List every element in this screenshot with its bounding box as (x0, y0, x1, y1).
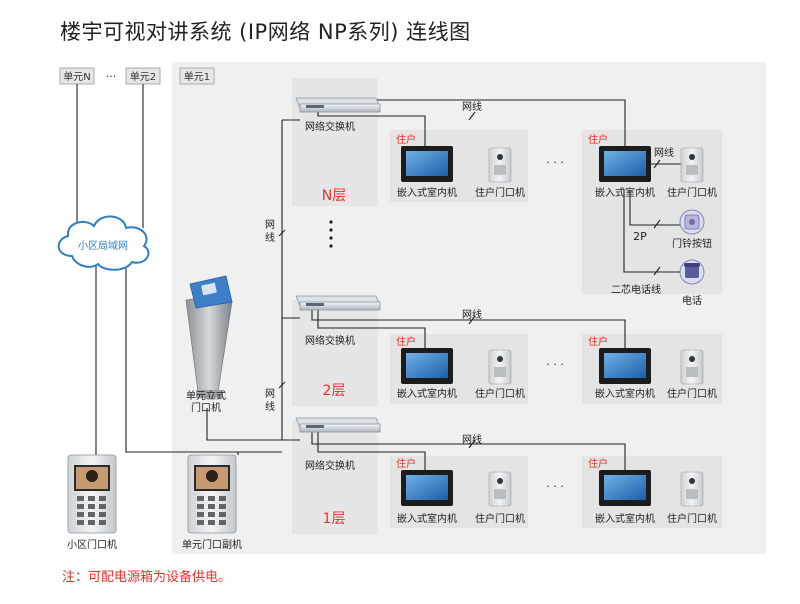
door-label: 住户门口机 (667, 387, 717, 400)
indoor-monitor (401, 146, 453, 182)
unit-stand-label-2: 门口机 (191, 401, 221, 414)
indoor-monitor (401, 470, 453, 506)
floor-n-label: N层 (322, 188, 346, 204)
indoor-monitor (401, 348, 453, 384)
door-label: 住户门口机 (667, 186, 717, 199)
resident-label: 住户 (396, 133, 416, 146)
unit-2-label: 单元2 (130, 71, 156, 83)
door-label: 住户门口机 (667, 512, 717, 525)
switch-2-label: 网络交换机 (305, 334, 355, 347)
door-unit (488, 349, 512, 385)
resident-ellipsis: · · · (546, 358, 563, 371)
indoor-label: 嵌入式室内机 (397, 512, 457, 525)
floor-1-panel (292, 420, 378, 534)
cable-label-v-bot-1: 网 (265, 388, 275, 400)
cable-label-v-top-1: 网 (265, 219, 275, 231)
door-unit (680, 147, 704, 183)
cable-label-n: 网线 (462, 100, 482, 113)
lan-cloud: 小区局域网 (57, 215, 150, 271)
resident-label: 住户 (588, 457, 608, 470)
floor-1-label: 1层 (323, 511, 346, 527)
doorbell-icon (679, 209, 705, 235)
indoor-label: 嵌入式室内机 (397, 186, 457, 199)
unit-1-label: 单元1 (184, 71, 210, 83)
resident-ellipsis: · · · (546, 480, 563, 493)
resident-label: 住户 (396, 457, 416, 470)
cable-label-1: 网线 (462, 433, 482, 446)
cable-label-n-door: 网线 (654, 146, 674, 159)
two-p-label: 2P (633, 230, 647, 243)
indoor-monitor (599, 470, 651, 506)
door-label: 住户门口机 (475, 186, 525, 199)
resident-label: 住户 (588, 133, 608, 146)
unit-1-tag (179, 67, 215, 85)
footnote: 注：可配电源箱为设备供电。 (62, 570, 232, 585)
indoor-label: 嵌入式室内机 (595, 512, 655, 525)
switch-1 (295, 417, 381, 433)
floor-n-panel (292, 78, 378, 206)
community-door-station (67, 454, 117, 534)
indoor-label: 嵌入式室内机 (595, 186, 655, 199)
doorbell-label: 门铃按钮 (672, 237, 712, 250)
door-unit (680, 471, 704, 507)
floor-2-label: 2层 (323, 383, 346, 399)
phone-label: 电话 (682, 294, 702, 307)
phone-icon (679, 259, 705, 285)
indoor-monitor (599, 146, 651, 182)
unit-stand-label-1: 单元立式 (186, 389, 226, 402)
indoor-label: 嵌入式室内机 (595, 387, 655, 400)
unit-sub-door-label: 单元门口副机 (182, 538, 242, 551)
cable-slashes (278, 111, 661, 449)
community-door-label: 小区门口机 (67, 538, 117, 551)
switch-n (295, 97, 381, 113)
cable-label-2: 网线 (462, 308, 482, 321)
wires (76, 84, 686, 470)
lan-label: 小区局域网 (78, 239, 128, 252)
switch-2 (295, 295, 381, 311)
door-label: 住户门口机 (475, 387, 525, 400)
page-title: 楼宇可视对讲系统 (IP网络 NP系列) 连线图 (60, 20, 471, 44)
unit-standing-door-station (185, 275, 233, 398)
unit-sub-door-station (187, 454, 237, 534)
resident-label: 住户 (396, 335, 416, 348)
floor-ellipsis (329, 220, 333, 248)
indoor-label: 嵌入式室内机 (397, 387, 457, 400)
unit-n-label: 单元N (63, 71, 90, 83)
switch-n-label: 网络交换机 (305, 120, 355, 133)
cable-label-v-top-2: 线 (265, 231, 275, 244)
door-unit (680, 349, 704, 385)
switch-1-label: 网络交换机 (305, 459, 355, 472)
resident-ellipsis: · · · (546, 156, 563, 169)
cable-label-v-bot-2: 线 (265, 400, 275, 413)
floor-2-panel (292, 300, 378, 406)
resident-label: 住户 (588, 335, 608, 348)
two-core-label: 二芯电话线 (611, 283, 661, 296)
door-unit (488, 471, 512, 507)
door-unit (488, 147, 512, 183)
door-label: 住户门口机 (475, 512, 525, 525)
unit-dots: ··· (106, 70, 117, 83)
indoor-monitor (599, 348, 651, 384)
